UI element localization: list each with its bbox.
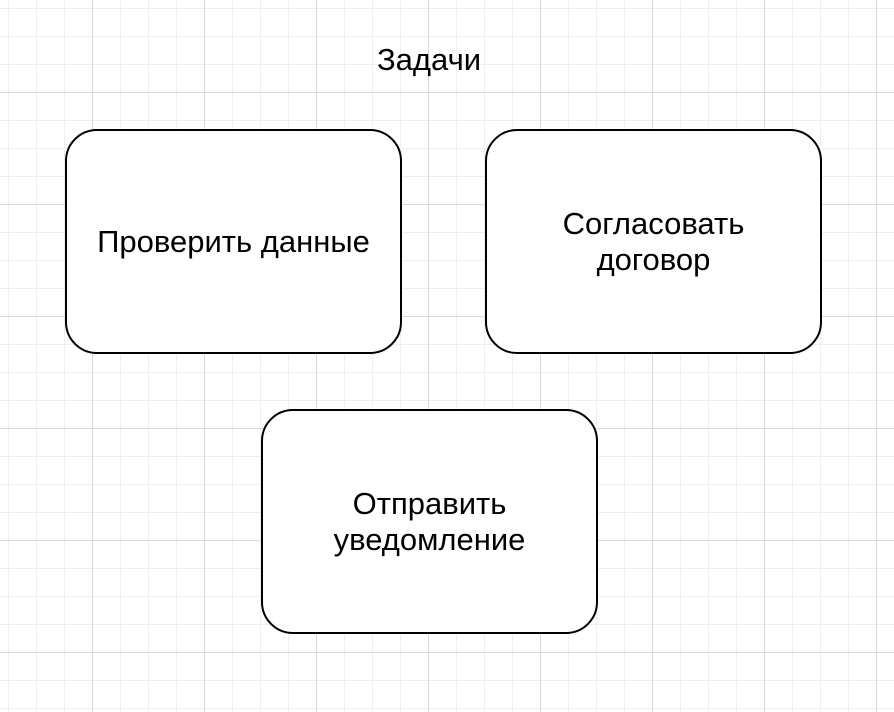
task-node-label: Проверить данные xyxy=(97,223,370,259)
task-node-label: Согласовать договор xyxy=(562,205,745,277)
task-node-send-notification[interactable]: Отправить уведомление xyxy=(261,409,598,634)
task-node-check-data[interactable]: Проверить данные xyxy=(65,129,402,354)
diagram-title: Задачи xyxy=(376,42,482,77)
task-node-approve-contract[interactable]: Согласовать договор xyxy=(485,129,822,354)
task-node-label: Отправить уведомление xyxy=(333,485,526,557)
